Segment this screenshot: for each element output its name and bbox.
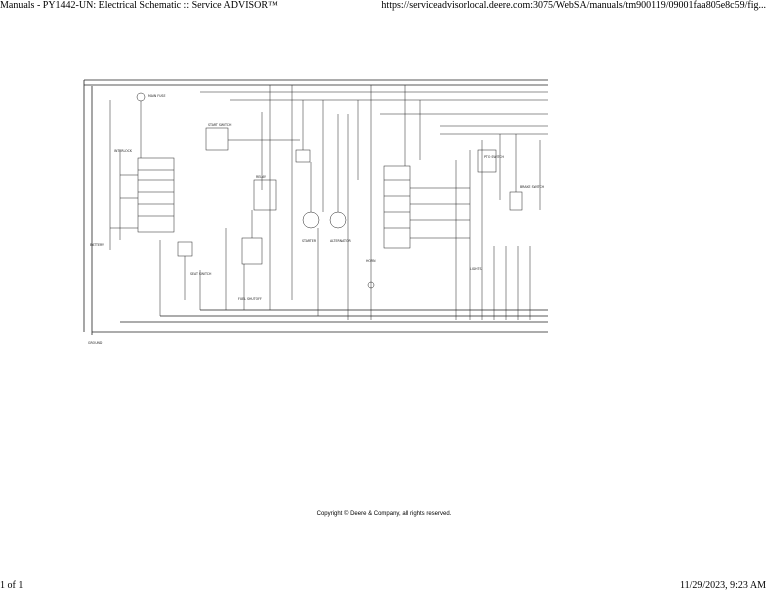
page-url[interactable]: https://serviceadvisorlocal.deere.com:30… [381, 0, 766, 11]
schematic-label: MAIN FUSE [148, 94, 165, 98]
print-datetime: 11/29/2023, 9:23 AM [679, 580, 766, 591]
schematic-label: SEAT SWITCH [190, 272, 212, 276]
schematic-label: FUEL SHUTOFF [238, 297, 262, 301]
schematic-label: PTO SWITCH [484, 155, 504, 159]
schematic-label: BATTERY [90, 243, 104, 247]
page-count: 1 of 1 [0, 580, 24, 591]
schematic-label: START SWITCH [208, 123, 232, 127]
schematic-label: RELAY [256, 175, 266, 179]
schematic-label: BRAKE SWITCH [520, 185, 545, 189]
window-title: Manuals - PY1442-UN: Electrical Schemati… [0, 0, 278, 11]
schematic-label: INTERLOCK [114, 149, 133, 153]
schematic-label: HORN [366, 259, 376, 263]
schematic-label: GROUND [88, 341, 103, 345]
schematic-label: LIGHTS [470, 267, 482, 271]
schematic-label: STARTER [302, 239, 317, 243]
copyright-notice: Copyright © Deere & Company, all rights … [316, 511, 452, 517]
schematic-label: ALTERNATOR [330, 239, 351, 243]
